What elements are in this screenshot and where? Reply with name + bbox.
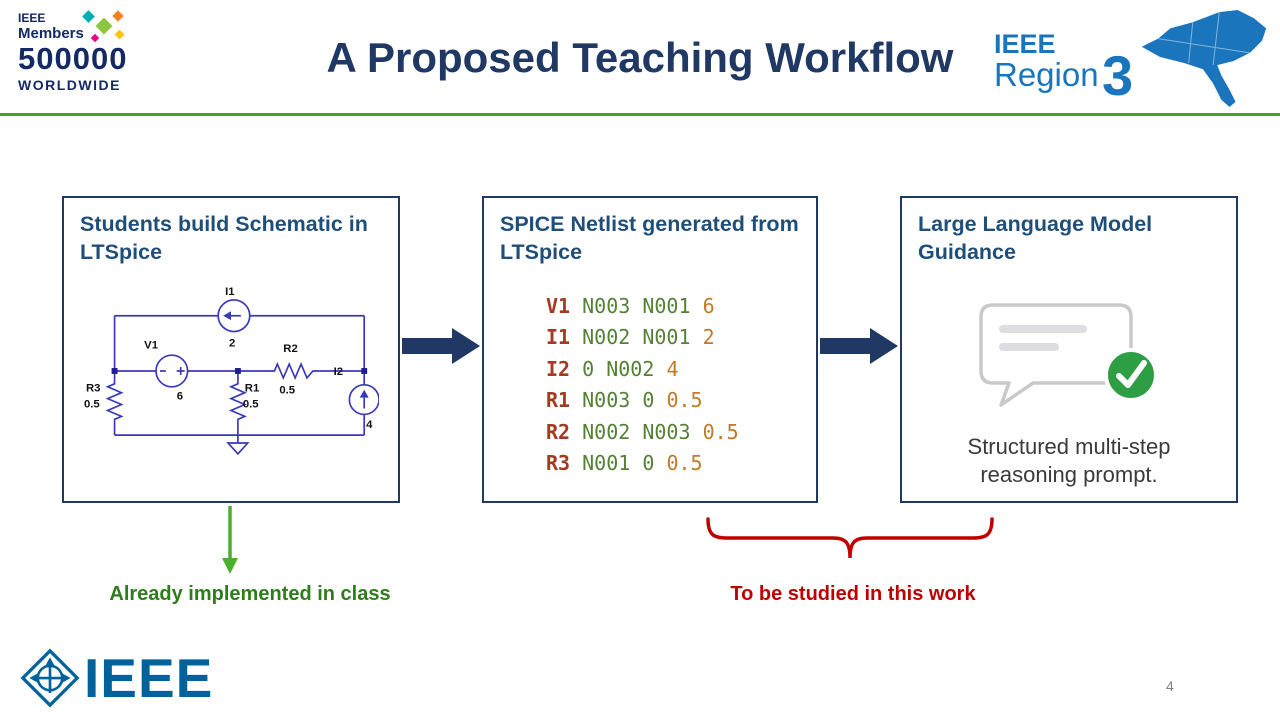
netlist-component: I2 — [546, 356, 571, 381]
members-logo-count: 500000 — [18, 41, 128, 77]
netlist-component: R1 — [546, 388, 571, 413]
checkmark-icon — [1116, 359, 1147, 388]
v1-value: 6 — [177, 390, 183, 402]
netlist-value: 0.5 — [666, 451, 703, 476]
netlist-value: 2 — [702, 325, 715, 350]
region3-ieee: IEEE — [994, 29, 1056, 59]
i1-value: 2 — [229, 337, 235, 349]
v1-label: V1 — [144, 339, 158, 351]
netlist-line: R3 N001 0 0.5 — [546, 448, 816, 480]
netlist-nodes: N002 N003 — [582, 419, 691, 444]
chat-bubble-check-icon — [979, 303, 1158, 407]
netlist-value: 4 — [666, 356, 679, 381]
members-logo-members: Members — [18, 25, 84, 43]
page-number: 4 — [1166, 678, 1174, 694]
netlist-value: 0.5 — [666, 388, 703, 413]
netlist-line: V1 N003 N001 6 — [546, 291, 816, 323]
r3-label: R3 — [86, 382, 100, 394]
ltspice-schematic: I1 2 V1 6 R2 0.5 I2 4 R3 0.5 R1 0.5 — [84, 286, 379, 455]
box1-title: Students build Schematic in LTSpice — [80, 212, 368, 265]
region3-region: Region — [994, 56, 1099, 94]
circuit-arrowheads — [223, 311, 369, 398]
netlist-nodes: N002 N001 — [582, 325, 691, 350]
box-netlist: SPICE Netlist generated from LTSpice V1 … — [482, 196, 818, 503]
r1-value: 0.5 — [243, 398, 259, 410]
ieee-footer-logo: IEEE — [20, 648, 213, 708]
flow-arrow-icon — [402, 328, 480, 364]
circuit-nodes — [111, 367, 368, 374]
ieee-region3-logo: IEEE Region 3 — [994, 8, 1274, 110]
r3-value: 0.5 — [84, 398, 100, 410]
r2-value: 0.5 — [279, 384, 295, 396]
netlist-component: V1 — [546, 293, 571, 318]
chat-bubble — [979, 303, 1133, 407]
ieee-members-logo: IEEE Members 500000 WORLDWIDE — [18, 10, 168, 93]
bubble-text-line — [999, 342, 1059, 351]
netlist-line: I2 0 N002 4 — [546, 354, 816, 386]
circuit-wires — [105, 298, 379, 455]
r1-label: R1 — [245, 382, 259, 394]
green-down-arrow-icon — [222, 506, 238, 574]
r2-label: R2 — [283, 343, 297, 355]
netlist-value: 0.5 — [702, 419, 739, 444]
netlist-value: 6 — [702, 293, 715, 318]
box-schematic: Students build Schematic in LTSpice — [62, 196, 400, 503]
region3-text: IEEE Region — [994, 30, 1099, 93]
i2-label: I2 — [334, 366, 343, 378]
netlist-component: R2 — [546, 419, 571, 444]
netlist-nodes: N003 N001 — [582, 293, 691, 318]
netlist-line: R1 N003 0 0.5 — [546, 385, 816, 417]
netlist-component: I1 — [546, 325, 571, 350]
members-logo-worldwide: WORLDWIDE — [18, 76, 121, 93]
studied-annotation: To be studied in this work — [730, 583, 976, 605]
bubble-text-line — [999, 324, 1087, 333]
i2-value: 4 — [366, 419, 373, 431]
ieee-wordmark: IEEE — [84, 646, 214, 709]
box2-title: SPICE Netlist generated from LTSpice — [500, 212, 799, 265]
header-divider — [0, 113, 1280, 116]
box-llm: Large Language Model Guidance Structured… — [900, 196, 1238, 503]
netlist-nodes: N003 0 — [582, 388, 655, 413]
region3-map-icon — [1141, 10, 1267, 107]
i1-label: I1 — [225, 286, 234, 298]
implemented-annotation: Already implemented in class — [109, 583, 391, 605]
page-title: A Proposed Teaching Workflow — [326, 34, 954, 81]
red-brace-icon — [706, 517, 994, 559]
region3-number: 3 — [1102, 44, 1134, 107]
netlist-nodes: N001 0 — [582, 451, 655, 476]
netlist-component: R3 — [546, 451, 571, 476]
check-circle-icon — [1104, 347, 1158, 402]
netlist-line: R2 N002 N003 0.5 — [546, 417, 816, 449]
members-logo-ieee: IEEE — [18, 11, 46, 25]
flow-arrow-icon — [820, 328, 898, 364]
box3-title: Large Language Model Guidance — [918, 212, 1153, 265]
circuit-labels: I1 2 V1 6 R2 0.5 I2 4 R3 0.5 R1 0.5 — [84, 286, 373, 431]
netlist-nodes: 0 N002 — [582, 356, 655, 381]
spice-netlist: V1 N003 N001 6 I1 N002 N001 2 I2 0 N002 … — [546, 291, 816, 480]
ieee-emblem-icon — [20, 648, 80, 708]
llm-caption: Structured multi-step reasoning prompt. — [967, 433, 1171, 487]
netlist-line: I1 N002 N001 2 — [546, 322, 816, 354]
